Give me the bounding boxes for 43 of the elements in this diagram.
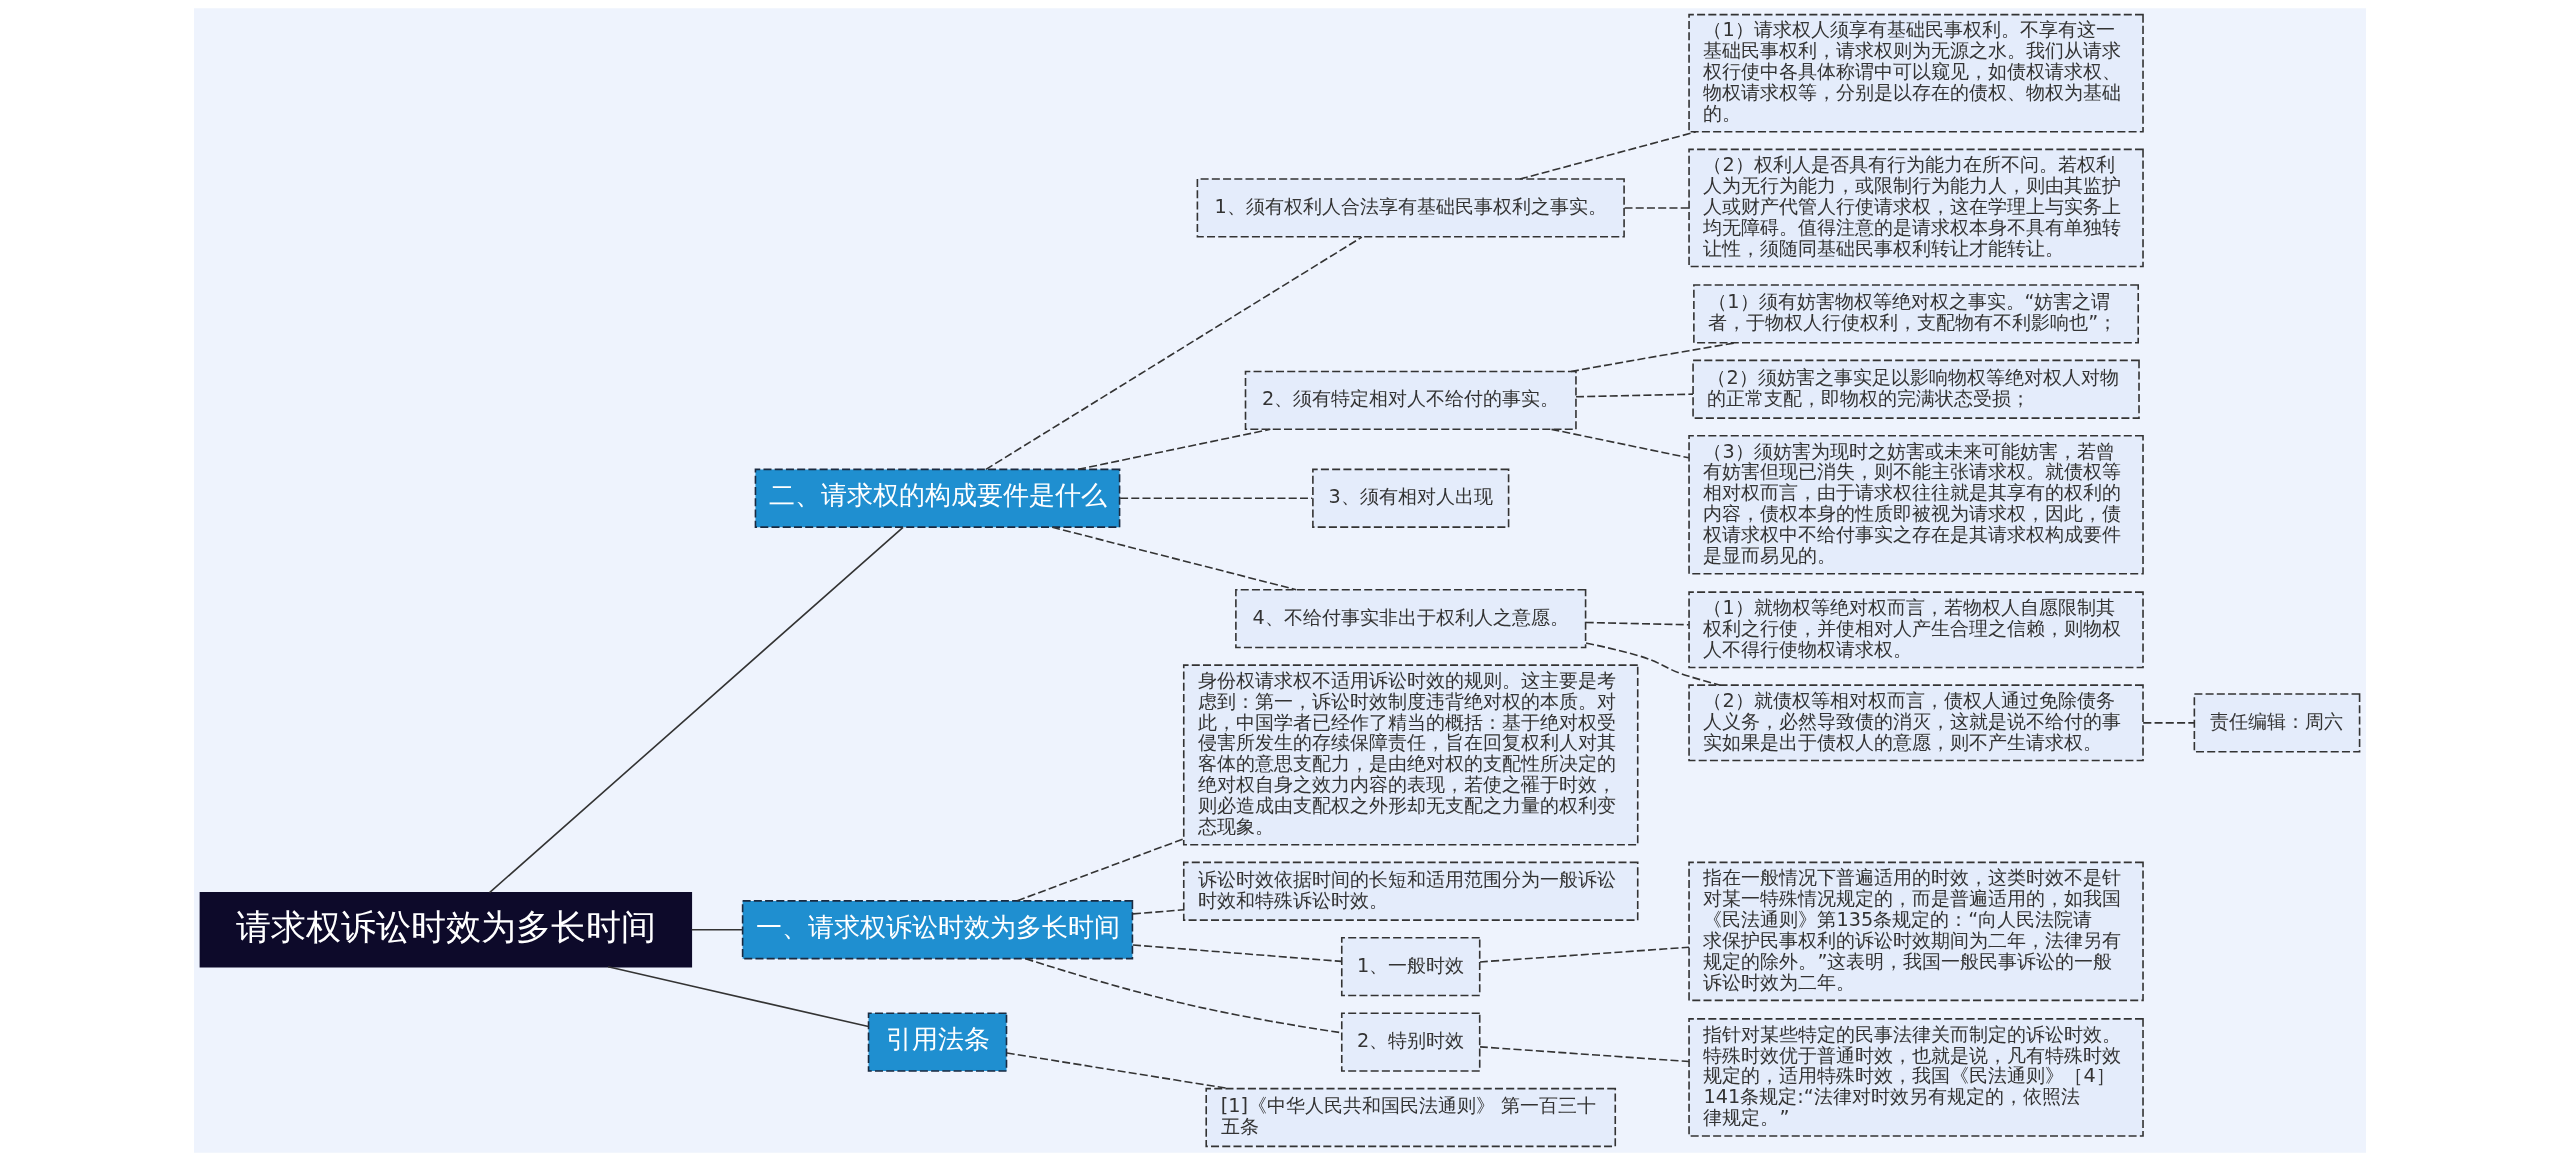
connector xyxy=(1119,497,1314,500)
connector xyxy=(1051,526,1297,591)
node-box: 引用法条 xyxy=(867,1012,1008,1072)
node-box: 请求权诉讼时效为多长时间 xyxy=(199,892,693,968)
connector xyxy=(1570,341,1737,373)
node-box: 2、须有特定相对人不给付的事实。 xyxy=(1244,370,1577,431)
connector xyxy=(1575,393,1694,398)
node-box: 4、不给付事实非出于权利人之意愿。 xyxy=(1235,588,1587,649)
connector xyxy=(488,526,904,894)
node-box: （1）须有妨害物权等绝对权之事实。“妨害之谓者，于物权人行使权利，支配物有不利影响也”； xyxy=(1693,284,2139,344)
connector xyxy=(607,965,870,1028)
node-box: 身份权请求权不适用诉讼时效的规则。这主要是考虑到：第一，诉讼时效制度违背绝对权的本质。对此，中国学者已经作了精当的概括：基于绝对权受侵害所发生的存续保障责任，旨在回复权利人对其客体的意思支配力，是由绝对权的支配性所决定的绝对权自身之效力内容的表现，若使之罹于时效，则必造成由支配权之外形却无支配之力量的权利变态现象。 xyxy=(1182,664,1639,846)
node-box: 诉讼时效依据时间的长短和适用范围分为一般诉讼时效和特殊诉讼时效。 xyxy=(1182,861,1639,921)
node-box: （3）须妨害为现时之妨害或未来可能妨害，若曾有妨害但现已消失，则不能主张请求权。就债权等相对权而言，由于请求权往往就是其享有的权利的内容，债权本身的性质即被视为请求权，因此，债权请求权中不给付事实之存在是其请求权构成要件是显而易见的。 xyxy=(1688,434,2144,575)
node-box: 责任编辑：周六 xyxy=(2193,693,2361,753)
connector xyxy=(1550,428,1690,459)
connector xyxy=(1132,944,1343,963)
node-box: 一、请求权诉讼时效为多长时间 xyxy=(741,900,1134,960)
connector xyxy=(1077,428,1272,471)
connector xyxy=(1519,131,1697,180)
node-box: （2）须妨害之事实足以影响物权等绝对权人对物的正常支配，即物权的完满状态受损； xyxy=(1692,359,2140,419)
connector xyxy=(1016,838,1185,902)
node-box: 指在一般情况下普遍适用的时效，这类时效不是针对某一特殊情况规定的，而是普遍适用的，如我国《民法通则》第135条规定的：“向人民法院请求保护民事权利的诉讼时效期间为二年，法律另有规定的除外。”这表明，我国一般民事诉讼的一般诉讼时效为二年。 xyxy=(1688,861,2144,1002)
node-box: 指针对某些特定的民事法律关而制定的诉讼时效。特殊时效优于普通时效，也就是说，凡有特殊时效规定的，适用特殊时效，我国《民法通则》［4］141条规定:“法律对时效另有规定的，依照法律规定。” xyxy=(1688,1018,2144,1137)
connector xyxy=(1479,1046,1690,1063)
node-box: （2）就债权等相对权而言，债权人通过免除债务人义务，必然导致债的消灭，这就是说不给付的事实如果是出于债权人的意愿，则不产生请求权。 xyxy=(1688,684,2144,762)
node-box: （1）请求权人须享有基础民事权利。不享有这一基础民事权利，请求权则为无源之水。我们从请求权行使中各具体称谓中可以窥见，如债权请求权、物权请求权等，分别是以存在的债权、物权为基础的。 xyxy=(1688,13,2144,133)
node-box: 2、特别时效 xyxy=(1340,1012,1481,1072)
node-box: 1、须有权利人合法享有基础民事权利之事实。 xyxy=(1196,178,1625,238)
connector xyxy=(1479,946,1690,963)
connector xyxy=(690,929,743,931)
connector xyxy=(1585,642,1721,686)
node-box: （1）就物权等绝对权而言，若物权人自愿限制其权利之行使，并使相对人产生合理之信赖，则物权人不得行使物权请求权。 xyxy=(1688,591,2144,669)
connector xyxy=(1585,621,1690,626)
node-box: [1]《中华人民共和国民法通则》 第一百三十五条 xyxy=(1205,1087,1617,1148)
connector xyxy=(1623,207,1690,209)
connector xyxy=(2142,722,2195,724)
node-box: 1、一般时效 xyxy=(1340,937,1481,997)
connector xyxy=(1132,909,1185,915)
connector xyxy=(985,236,1363,471)
node-box: （2）权利人是否具有行为能力在所不问。若权利人为无行为能力，或限制行为能力人，则由其监护人或财产代管人行使请求权，这在学理上与实务上均无障碍。值得注意的是请求权本身不具有单独转让性，须随同基础民事权利转让才能转让。 xyxy=(1688,148,2144,268)
node-box: 3、须有相对人出现 xyxy=(1312,468,1510,528)
node-box: 二、请求权的构成要件是什么 xyxy=(754,468,1121,528)
